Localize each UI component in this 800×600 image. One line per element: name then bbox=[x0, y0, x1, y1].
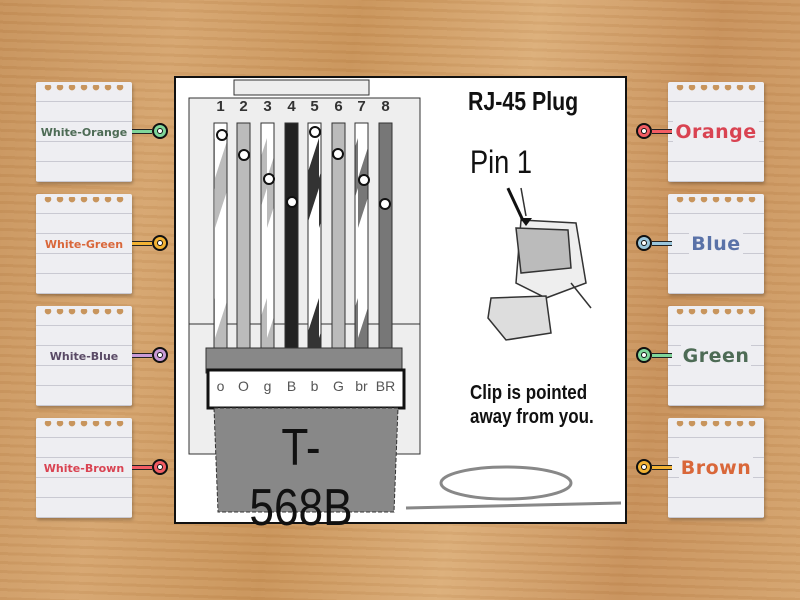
left-label-card[interactable]: White-Green bbox=[36, 194, 132, 294]
drop-target-pin-7[interactable] bbox=[358, 174, 370, 186]
wire-1 bbox=[213, 122, 228, 352]
connector-pin-icon[interactable] bbox=[132, 346, 168, 364]
label-text: White-Blue bbox=[47, 348, 121, 364]
pin-number: 2 bbox=[239, 98, 248, 115]
pin-number: 4 bbox=[287, 98, 296, 115]
wire-code: b bbox=[310, 378, 319, 394]
right-label-card[interactable]: Blue bbox=[668, 194, 764, 294]
drop-target-pin-6[interactable] bbox=[332, 148, 344, 160]
label-text: White-Green bbox=[42, 236, 126, 252]
drop-target-pin-4[interactable] bbox=[286, 196, 298, 208]
drop-target-pin-8[interactable] bbox=[379, 198, 391, 210]
diagram-title: RJ-45 Plug bbox=[468, 86, 579, 116]
wire-8 bbox=[378, 122, 393, 352]
pin-number: 1 bbox=[216, 98, 225, 115]
clip-note-line-1: Clip is pointed bbox=[470, 382, 588, 404]
right-label-card[interactable]: Brown bbox=[668, 418, 764, 518]
connector-pin-icon[interactable] bbox=[132, 458, 168, 476]
pin-1-label: Pin 1 bbox=[470, 144, 532, 180]
label-text: White-Brown bbox=[41, 460, 127, 476]
drop-target-pin-2[interactable] bbox=[238, 149, 250, 161]
wire-code: BR bbox=[375, 378, 396, 394]
label-text: White-Orange bbox=[38, 124, 130, 140]
wire-code: B bbox=[286, 378, 297, 394]
pin-number: 6 bbox=[334, 98, 343, 115]
label-text: Blue bbox=[689, 232, 743, 256]
connector-pin-icon[interactable] bbox=[132, 234, 168, 252]
drop-target-pin-1[interactable] bbox=[216, 129, 228, 141]
diagram-drawing bbox=[188, 79, 622, 513]
wire-code: O bbox=[238, 378, 249, 394]
connector-pin-icon[interactable] bbox=[636, 346, 672, 364]
connector-pin-icon[interactable] bbox=[636, 234, 672, 252]
right-label-card[interactable]: Orange bbox=[668, 82, 764, 182]
connector-pin-icon[interactable] bbox=[636, 458, 672, 476]
label-text: Brown bbox=[678, 456, 754, 480]
pin-number: 7 bbox=[357, 98, 366, 115]
pin-number: 5 bbox=[310, 98, 319, 115]
pin-number: 8 bbox=[381, 98, 390, 115]
connector-pin-icon[interactable] bbox=[132, 122, 168, 140]
wire-code: br bbox=[355, 378, 368, 394]
wire-5 bbox=[307, 122, 322, 352]
right-label-card[interactable]: Green bbox=[668, 306, 764, 406]
label-text: Green bbox=[680, 344, 752, 368]
connector-pin-icon[interactable] bbox=[636, 122, 672, 140]
left-label-card[interactable]: White-Blue bbox=[36, 306, 132, 406]
drop-target-pin-5[interactable] bbox=[309, 126, 321, 138]
left-label-card[interactable]: White-Brown bbox=[36, 418, 132, 518]
wire-3 bbox=[260, 122, 275, 352]
label-text: Orange bbox=[673, 120, 759, 144]
pin-number: 3 bbox=[263, 98, 272, 115]
wire-7 bbox=[354, 122, 369, 352]
clip-note-line-2: away from you. bbox=[470, 406, 594, 428]
standard-label: T-568B bbox=[249, 419, 353, 537]
wire-code: g bbox=[263, 378, 272, 394]
drop-target-pin-3[interactable] bbox=[263, 173, 275, 185]
wire-code: G bbox=[333, 378, 344, 394]
wire-code: o bbox=[216, 378, 225, 394]
left-label-card[interactable]: White-Orange bbox=[36, 82, 132, 182]
wire-4 bbox=[284, 122, 299, 352]
